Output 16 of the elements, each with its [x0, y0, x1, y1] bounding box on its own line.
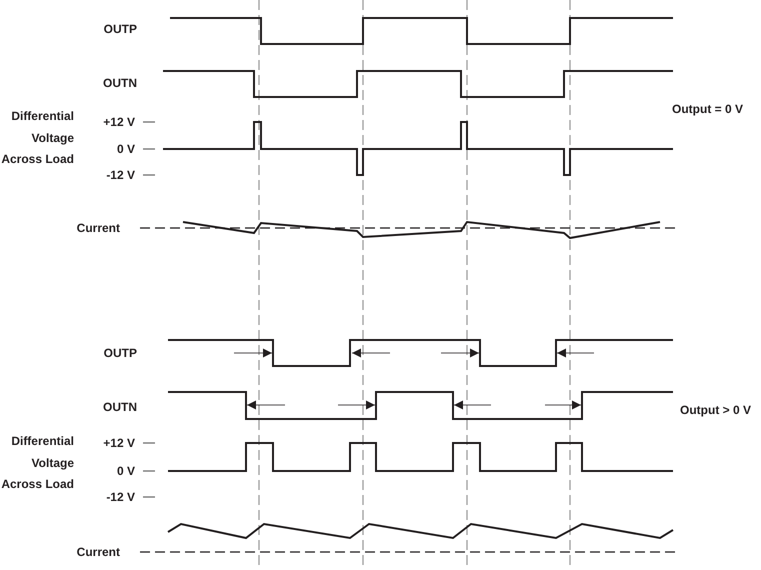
axis-label: Current	[76, 221, 120, 235]
axis-label: OUTN	[102, 76, 137, 90]
axis-label: Output = 0 V	[672, 102, 744, 116]
axis-label: Current	[76, 545, 120, 559]
axis-label: Output > 0 V	[680, 403, 752, 417]
axis-title: Differential Voltage Across Load	[0, 108, 74, 168]
axis-label: 0 V	[116, 464, 135, 478]
axis-label: -12 V	[105, 168, 135, 182]
axis-label: +12 V	[102, 436, 135, 450]
axis-label: -12 V	[105, 490, 135, 504]
axis-title: Differential Voltage Across Load	[0, 433, 74, 493]
axis-label: +12 V	[102, 115, 135, 129]
axis-label: OUTP	[102, 22, 137, 36]
axis-label: OUTN	[102, 400, 137, 414]
axis-label: OUTP	[102, 346, 137, 360]
axis-label: 0 V	[116, 142, 135, 156]
